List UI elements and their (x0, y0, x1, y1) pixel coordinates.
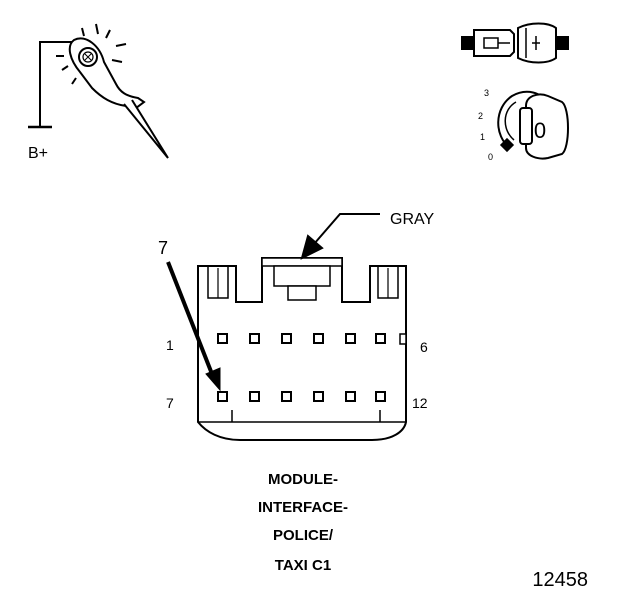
caption-line-2: INTERFACE- (258, 499, 348, 516)
connector-face (197, 257, 407, 441)
ignition-position-0: 0 (488, 152, 493, 162)
ignition-position-1: 1 (480, 132, 485, 142)
figure-number: 12458 (532, 569, 588, 591)
pin-row-bottom (217, 391, 386, 402)
pin-label-7: 7 (166, 395, 174, 411)
callout-pin-number: 7 (158, 238, 168, 258)
pin-label-1: 1 (166, 337, 174, 353)
gray-callout-arrow (300, 213, 380, 260)
pin-row-top (217, 333, 386, 344)
ignition-switch-icon (497, 90, 569, 160)
connector-color-label: GRAY (390, 211, 434, 228)
ignition-key-label: 0 (534, 118, 546, 143)
pin-label-6: 6 (420, 339, 428, 355)
caption-line-1: MODULE- (268, 471, 338, 488)
connector-icon (461, 22, 569, 64)
ignition-position-2: 2 (478, 111, 483, 121)
pin-label-12: 12 (412, 395, 428, 411)
caption-line-3: POLICE/ (273, 527, 334, 544)
ignition-position-3: 3 (484, 88, 489, 98)
pin-7-callout-arrow (166, 261, 221, 392)
test-light-icon (28, 23, 169, 159)
caption-line-4: TAXI C1 (275, 557, 331, 574)
probe-b-plus-label: B+ (28, 145, 48, 162)
